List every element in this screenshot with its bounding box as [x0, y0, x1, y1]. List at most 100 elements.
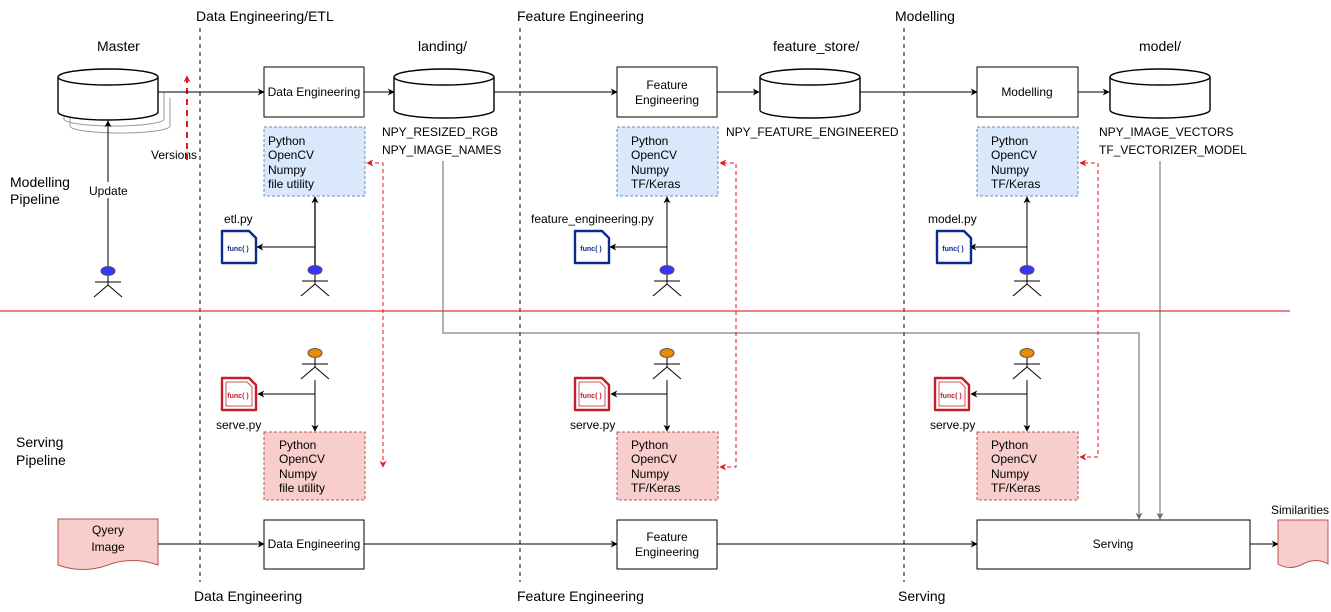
landing-output-1: NPY_RESIZED_RGB	[382, 125, 498, 139]
serve-etl-tech-file-utility: file utility	[279, 481, 325, 495]
landing-output-2: NPY_IMAGE_NAMES	[382, 143, 501, 157]
serve-etl-tech-numpy: Numpy	[279, 467, 317, 481]
actor-feature	[652, 265, 682, 297]
landing-to-serving-connector	[442, 161, 1143, 520]
feature-actor-group: feature_engineering.py func( )	[531, 196, 682, 297]
modelling-box: Modelling	[976, 66, 1079, 118]
serve-etl-tech-opencv: OpenCV	[279, 452, 325, 466]
model-tech-tfkeras: TF/Keras	[991, 177, 1040, 191]
section-title-etl: Data Engineering/ETL	[196, 8, 334, 24]
feature-store-label: feature_store/	[773, 38, 859, 54]
svg-text:func( ): func( )	[940, 393, 961, 400]
serving-box: Serving	[976, 519, 1251, 570]
feature-engineering-box-top-label-line2: Engineering	[635, 93, 699, 107]
etl-script-icon: func( )	[220, 229, 258, 265]
serving-pipeline-label-line2: Pipeline	[16, 452, 66, 468]
data-engineering-box-top-label: Data Engineering	[268, 85, 361, 99]
serve-model-tech-python: Python	[991, 438, 1028, 452]
svg-text:func( ): func( )	[580, 246, 601, 253]
serve-feature-tech-tfkeras: TF/Keras	[631, 481, 680, 495]
actor-serve-model	[1012, 348, 1042, 380]
svg-text:func( ): func( )	[580, 393, 601, 400]
serve-feature-group: func( ) serve.py	[570, 348, 682, 432]
serve-etl-script-label: serve.py	[216, 418, 261, 432]
serve-model-tech-stack: Python OpenCV Numpy TF/Keras	[976, 431, 1079, 501]
feature-tech-tfkeras: TF/Keras	[631, 177, 680, 191]
data-engineering-box-bottom: Data Engineering	[263, 519, 365, 570]
serve-feature-tech-stack: Python OpenCV Numpy TF/Keras	[616, 431, 719, 501]
section-footer-serving: Serving	[898, 588, 945, 604]
serve-model-script-icon: func( )	[933, 376, 971, 412]
feature-store-output-1: NPY_FEATURE_ENGINEERED	[726, 125, 899, 139]
feature-store: feature_store/	[759, 38, 861, 119]
etl-script-label: etl.py	[224, 212, 253, 226]
actor-etl	[300, 265, 330, 297]
etl-tech-numpy: Numpy	[268, 163, 306, 177]
feature-tech-opencv: OpenCV	[631, 148, 677, 162]
section-footer-feature: Feature Engineering	[517, 588, 644, 604]
feature-engineering-box-top: Feature Engineering	[616, 66, 718, 118]
feature-script-icon: func( )	[573, 229, 611, 265]
similarities-label: Similarities	[1271, 503, 1329, 517]
model-output-2: TF_VECTORIZER_MODEL	[1099, 143, 1247, 157]
feature-engineering-box-bottom-label-line2: Engineering	[635, 545, 699, 559]
model-output-1: NPY_IMAGE_VECTORS	[1099, 125, 1233, 139]
actor-model	[1012, 265, 1042, 297]
serve-model-tech-opencv: OpenCV	[991, 452, 1037, 466]
query-image-document: Qyery Image	[57, 518, 159, 570]
model-script-label: model.py	[928, 212, 977, 226]
update-label: Update	[89, 184, 128, 198]
serve-feature-script-icon: func( )	[573, 376, 611, 412]
svg-text:func( ): func( )	[942, 246, 963, 253]
versions-label: Versions	[151, 148, 197, 162]
etl-tech-file-utility: file utility	[268, 177, 314, 191]
model-tech-opencv: OpenCV	[991, 148, 1037, 162]
serve-model-tech-numpy: Numpy	[991, 467, 1029, 481]
etl-tech-stack: Python OpenCV Numpy file utility	[263, 126, 366, 197]
feature-engineering-box-bottom-label-line1: Feature	[646, 530, 688, 544]
landing-store: landing/	[393, 38, 495, 119]
model-tech-python: Python	[991, 134, 1028, 148]
actor-serve-etl	[300, 348, 330, 380]
serve-etl-group: func( ) serve.py	[216, 348, 330, 432]
etl-tech-opencv: OpenCV	[268, 148, 314, 162]
modelling-box-label: Modelling	[1001, 85, 1052, 99]
query-image-label-line2: Image	[91, 540, 125, 554]
serve-feature-tech-python: Python	[631, 438, 668, 452]
master-store: Master	[57, 38, 171, 134]
model-sync-link	[1079, 159, 1099, 461]
data-engineering-box-bottom-label: Data Engineering	[268, 537, 361, 551]
landing-store-label: landing/	[418, 38, 467, 54]
section-title-feature: Feature Engineering	[517, 8, 644, 24]
svg-text:func( ): func( )	[227, 393, 248, 400]
serve-feature-tech-numpy: Numpy	[631, 467, 669, 481]
actor-serve-feature	[652, 348, 682, 380]
serve-etl-tech-python: Python	[279, 438, 316, 452]
serve-etl-tech-stack: Python OpenCV Numpy file utility	[263, 431, 366, 501]
etl-sync-link	[366, 159, 387, 468]
serve-model-group: func( ) serve.py	[930, 348, 1042, 432]
model-actor-group: model.py func( )	[928, 196, 1042, 297]
similarities-document: Similarities	[1271, 503, 1329, 568]
master-store-label: Master	[97, 38, 140, 54]
serving-pipeline-label-line1: Serving	[16, 434, 63, 450]
modelling-pipeline-label-line2: Pipeline	[10, 191, 60, 207]
feature-tech-stack: Python OpenCV Numpy TF/Keras	[616, 126, 719, 197]
etl-tech-python: Python	[268, 134, 305, 148]
query-image-label-line1: Qyery	[92, 523, 124, 537]
model-script-icon: func( )	[935, 229, 973, 265]
actor-updater	[93, 266, 123, 298]
model-store-label: model/	[1139, 38, 1181, 54]
data-engineering-box-top: Data Engineering	[263, 66, 365, 118]
etl-actor-group: etl.py func( )	[220, 196, 330, 297]
feature-sync-link	[719, 159, 737, 471]
serve-feature-script-label: serve.py	[570, 418, 615, 432]
serve-feature-tech-opencv: OpenCV	[631, 452, 677, 466]
model-tech-stack: Python OpenCV Numpy TF/Keras	[976, 126, 1079, 197]
svg-text:func( ): func( )	[227, 246, 248, 253]
section-footer-data-engineering: Data Engineering	[194, 588, 302, 604]
feature-tech-numpy: Numpy	[631, 163, 669, 177]
serve-model-tech-tfkeras: TF/Keras	[991, 481, 1040, 495]
section-title-modelling: Modelling	[895, 8, 955, 24]
